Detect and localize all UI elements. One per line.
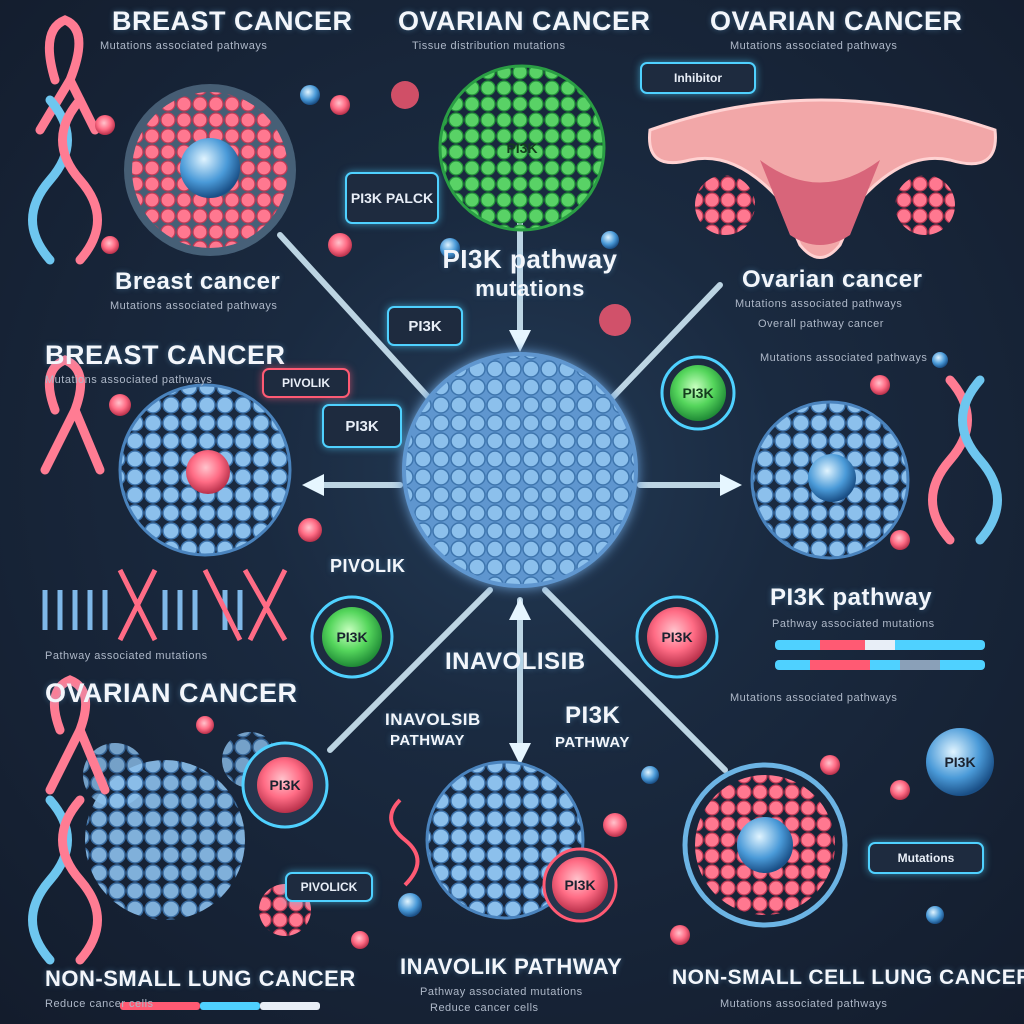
- pathway-cell-right: [750, 400, 910, 560]
- inhibitor-tag: Inhibitor: [640, 62, 756, 94]
- bottom-center-badge-label: PI3K: [564, 877, 596, 893]
- panel-title-ovarian-cancer-right: OVARIAN CANCER: [710, 6, 963, 36]
- panel-subtitle-mid-left: Mutations associated pathways: [45, 374, 213, 386]
- lung-cancer-cell: [682, 728, 994, 928]
- footer-sub-center-2: Reduce cancer cells: [430, 1002, 539, 1014]
- ovarian-cancer-sublabel-2: Overall pathway cancer: [758, 318, 884, 330]
- green-badge-label: PI3K: [336, 629, 368, 645]
- pi3k-pathway-sublabel: Pathway associated mutations: [772, 618, 935, 630]
- inavolisib-title: INAVOLISIB: [445, 648, 586, 675]
- panel-subtitle: Mutations associated pathways: [100, 40, 268, 52]
- panel-title-breast-cancer-top: BREAST CANCER: [112, 6, 353, 36]
- mid-left-pi3k-pill: PI3K: [322, 404, 402, 448]
- footer-title-inavolik: INAVOLIK PATHWAY: [400, 954, 623, 979]
- breast-cancer-cell-mid: [118, 383, 292, 557]
- red-badge-label: PI3K: [661, 629, 693, 645]
- ovarian-cancer-sublabel: Mutations associated pathways: [735, 298, 903, 310]
- ovarian-cell-cluster: [83, 732, 329, 936]
- footer-sub-right: Mutations associated pathways: [720, 998, 888, 1010]
- inavolisib-label: INAVOLSIB: [385, 710, 481, 729]
- center-left-tag: PI3K PALCK: [345, 172, 439, 224]
- pi3k-label-bottom-2: PATHWAY: [555, 734, 630, 751]
- green-badge-right-label: PI3K: [682, 385, 714, 401]
- footer-sub-left: Reduce cancer cells: [45, 998, 154, 1010]
- inavolisib-label-2: PATHWAY: [390, 732, 465, 749]
- green-cell-top: [438, 64, 606, 232]
- bottom-right-badge-label: PI3K: [944, 754, 976, 770]
- legend-bars-right: [775, 640, 985, 670]
- bottom-right-subtitle: Mutations associated pathways: [730, 692, 898, 704]
- arrow-heads: [302, 330, 742, 765]
- dna-strip: [42, 568, 288, 642]
- legend-bars-bottom: [120, 1002, 320, 1010]
- footer-title-nsclc-right: NON-SMALL CELL LUNG CANCER: [672, 966, 1024, 989]
- green-cell-label: PI3K: [506, 140, 538, 156]
- bottom-left-badge-label: PI3K: [269, 777, 301, 793]
- inavolisib-cell: [389, 760, 618, 923]
- center-pi3k-pill: PI3K: [387, 306, 463, 346]
- center-title-line1: PI3K pathway: [442, 244, 618, 274]
- pi3k-badges: [310, 355, 736, 679]
- center-title-line2: mutations: [475, 276, 585, 301]
- central-cell: [402, 352, 638, 588]
- connector-lines: [277, 217, 728, 773]
- breast-cancer-cell-top: [124, 84, 296, 256]
- pi3k-label-bottom: PI3K: [565, 702, 621, 729]
- mid-left-footnote: Pathway associated mutations: [45, 650, 208, 662]
- ovary-uterus-illustration: [648, 98, 997, 259]
- breast-cancer-label: Breast cancer: [115, 268, 281, 295]
- particles: [95, 81, 948, 949]
- panel-subtitle-right: Mutations associated pathways: [730, 40, 898, 52]
- breast-cancer-sublabel: Mutations associated pathways: [110, 300, 278, 312]
- footer-sub-center: Pathway associated mutations: [420, 986, 583, 998]
- panel-subtitle-center: Tissue distribution mutations: [412, 40, 566, 52]
- panel-title-ovarian-cancer-center: OVARIAN CANCER: [398, 6, 651, 36]
- panel-title-breast-cancer-mid: BREAST CANCER: [45, 340, 286, 370]
- mid-right-subtitle: Mutations associated pathways: [760, 352, 928, 364]
- awareness-ribbons: [28, 15, 1002, 965]
- mutations-tag: Mutations: [868, 842, 984, 874]
- ovarian-cancer-label: Ovarian cancer: [742, 266, 923, 293]
- panel-title-ovarian-cancer-bottom: OVARIAN CANCER: [45, 678, 298, 708]
- center-title: PI3K pathway mutations: [400, 244, 660, 304]
- footer-title-nsclc-left: NON-SMALL LUNG CANCER: [45, 966, 356, 991]
- pivolik-tag: PIVOLIK: [262, 368, 350, 398]
- pi3k-pathway-label: PI3K pathway: [770, 584, 933, 611]
- pivolick-tag: PIVOLICK: [285, 872, 373, 902]
- pivolik-label: PIVOLIK: [330, 556, 406, 576]
